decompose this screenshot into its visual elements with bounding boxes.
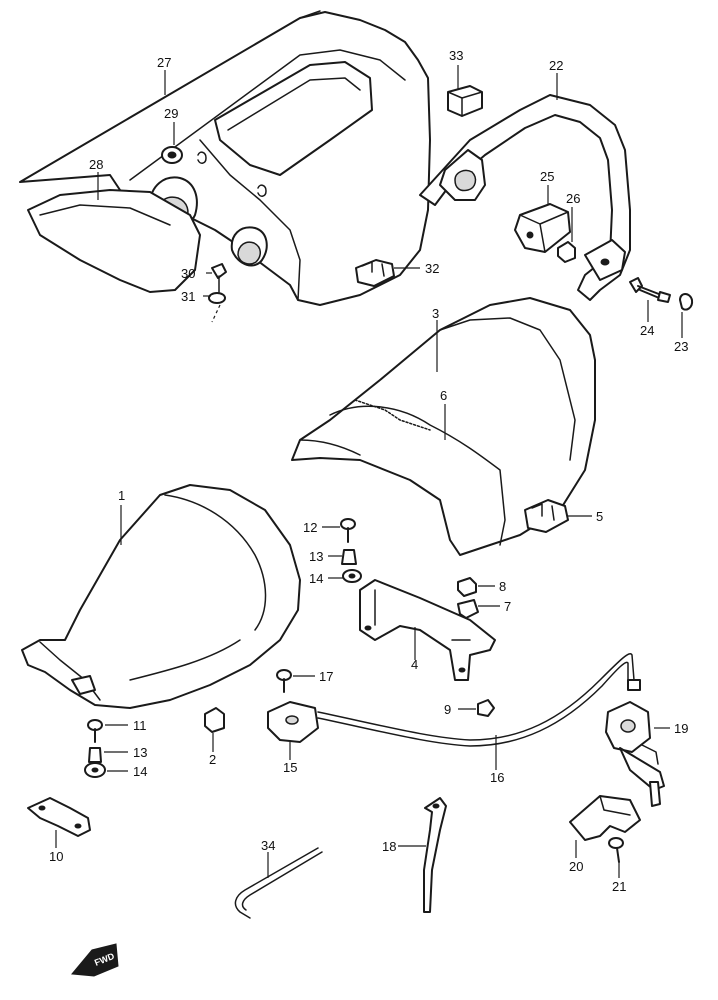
- callout-13-upper: 13: [309, 549, 323, 564]
- part-13-collar-lower: [88, 747, 102, 763]
- callout-19: 19: [674, 721, 688, 736]
- callout-2: 2: [209, 752, 216, 767]
- callout-26: 26: [566, 191, 580, 206]
- callout-8: 8: [499, 579, 506, 594]
- part-25-spacer: [514, 203, 571, 253]
- part-33-cushion: [447, 85, 483, 117]
- callout-22: 22: [549, 58, 563, 73]
- part-20-lock-bracket: [569, 795, 641, 841]
- callout-14-lower: 14: [133, 764, 147, 779]
- part-18-seat-rod: [423, 797, 447, 913]
- callout-numbers: 1 2 3 4 5 6 7 8 9 10 11 12 13 13 14 14 1…: [49, 48, 688, 894]
- part-13-collar: [341, 549, 357, 565]
- part-7-collar: [457, 599, 479, 619]
- part-8-cushion: [457, 577, 477, 597]
- part-12-bolt: [340, 518, 356, 543]
- callout-32: 32: [425, 261, 439, 276]
- callout-34: 34: [261, 838, 275, 853]
- callout-31: 31: [181, 289, 195, 304]
- part-10-strap: [27, 797, 91, 837]
- callout-17: 17: [319, 669, 333, 684]
- callout-29: 29: [164, 106, 178, 121]
- callout-16: 16: [490, 770, 504, 785]
- part-34-hex-wrench: [234, 847, 323, 919]
- part-9-clamp: [477, 699, 495, 717]
- callout-15: 15: [283, 760, 297, 775]
- part-17-screw: [276, 669, 292, 693]
- callout-23: 23: [674, 339, 688, 354]
- callout-6: 6: [440, 388, 447, 403]
- part-1-front-seat: [21, 484, 301, 709]
- part-24-bolt: [629, 277, 671, 303]
- part-26-collar: [557, 241, 576, 263]
- part-31-washer: [208, 292, 226, 304]
- callout-13-lower: 13: [133, 745, 147, 760]
- callout-1: 1: [118, 488, 125, 503]
- callout-10: 10: [49, 849, 63, 864]
- part-5-bracket: [524, 499, 569, 533]
- part-30-screw: [211, 263, 227, 293]
- callout-18: 18: [382, 839, 396, 854]
- fwd-arrow-icon: FWD: [71, 943, 119, 977]
- callout-25: 25: [540, 169, 554, 184]
- callout-3: 3: [432, 306, 439, 321]
- callout-12: 12: [303, 520, 317, 535]
- callout-24: 24: [640, 323, 654, 338]
- callout-21: 21: [612, 879, 626, 894]
- callout-7: 7: [504, 599, 511, 614]
- part-22-grab-rail: [419, 94, 631, 301]
- part-23-cap: [679, 293, 694, 311]
- part-21-screw: [608, 837, 624, 863]
- part-19-seat-lock: [605, 701, 665, 807]
- part-14-grommet-lower: [84, 762, 106, 778]
- callout-4: 4: [411, 657, 418, 672]
- part-16-cable: [317, 653, 641, 747]
- leader-lines: [55, 65, 683, 878]
- part-3-rear-seat: [291, 297, 596, 556]
- callout-28: 28: [89, 157, 103, 172]
- part-28-tail-pad: [27, 189, 201, 293]
- callout-27: 27: [157, 55, 171, 70]
- callout-14-upper: 14: [309, 571, 323, 586]
- part-4-seat-bracket: [359, 579, 496, 681]
- part-14-grommet: [342, 569, 362, 583]
- callout-5: 5: [596, 509, 603, 524]
- callout-30: 30: [181, 266, 195, 281]
- part-2-cushion: [204, 707, 225, 733]
- part-15-latch: [267, 701, 319, 743]
- callout-11: 11: [133, 718, 147, 733]
- part-11-bolt: [87, 719, 103, 743]
- part-32-bracket: [355, 259, 395, 287]
- part-29-grommet: [161, 146, 183, 164]
- callout-33: 33: [449, 48, 463, 63]
- callout-9: 9: [444, 702, 451, 717]
- callout-20: 20: [569, 859, 583, 874]
